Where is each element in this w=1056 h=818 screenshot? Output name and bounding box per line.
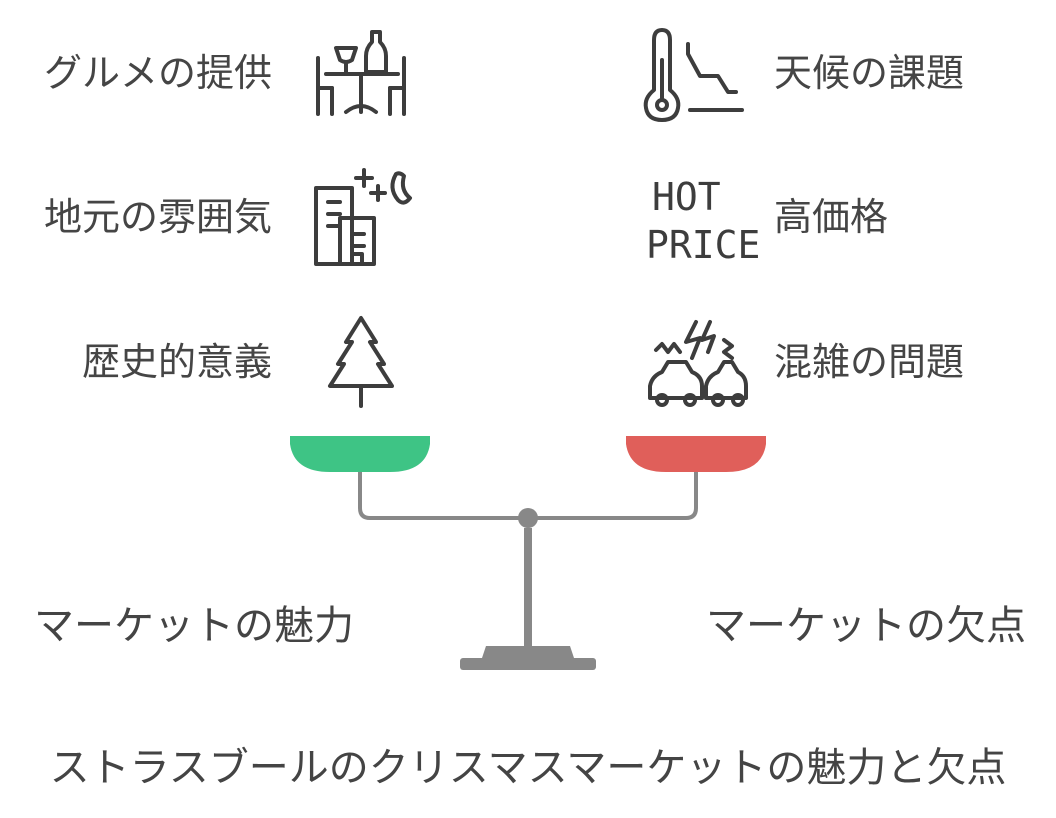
right-item-label-weather: 天候の課題	[774, 51, 965, 95]
traffic-jam-icon	[648, 320, 748, 407]
pine-tree-icon	[328, 316, 394, 408]
scale-pivot	[518, 508, 538, 528]
right-heading: マーケットの欠点	[706, 603, 1026, 649]
balance-scale	[290, 436, 766, 670]
right-item-label-price: 高価格	[774, 195, 889, 239]
thermometer-icon	[643, 28, 744, 122]
city-night-icon	[314, 168, 412, 266]
dining-table-icon	[316, 30, 406, 116]
scale-base-top	[482, 646, 574, 658]
right-item-label-crowd: 混雑の問題	[774, 340, 965, 384]
scale-base	[460, 658, 596, 670]
hot-text: HOT	[652, 175, 721, 219]
diagram-title: ストラスブールのクリスマスマーケットの魅力と欠点	[49, 745, 1007, 791]
left-item-label-atmosphere: 地元の雰囲気	[44, 195, 273, 239]
hot-price-icon: HOT PRICE	[646, 175, 760, 267]
left-pan	[290, 436, 430, 472]
left-item-label-gourmet: グルメの提供	[44, 51, 273, 95]
right-pan	[626, 436, 766, 472]
price-text: PRICE	[646, 223, 760, 267]
scale-post	[524, 528, 532, 646]
left-heading: マーケットの魅力	[34, 603, 354, 649]
left-item-label-history: 歴史的意義	[82, 340, 273, 384]
